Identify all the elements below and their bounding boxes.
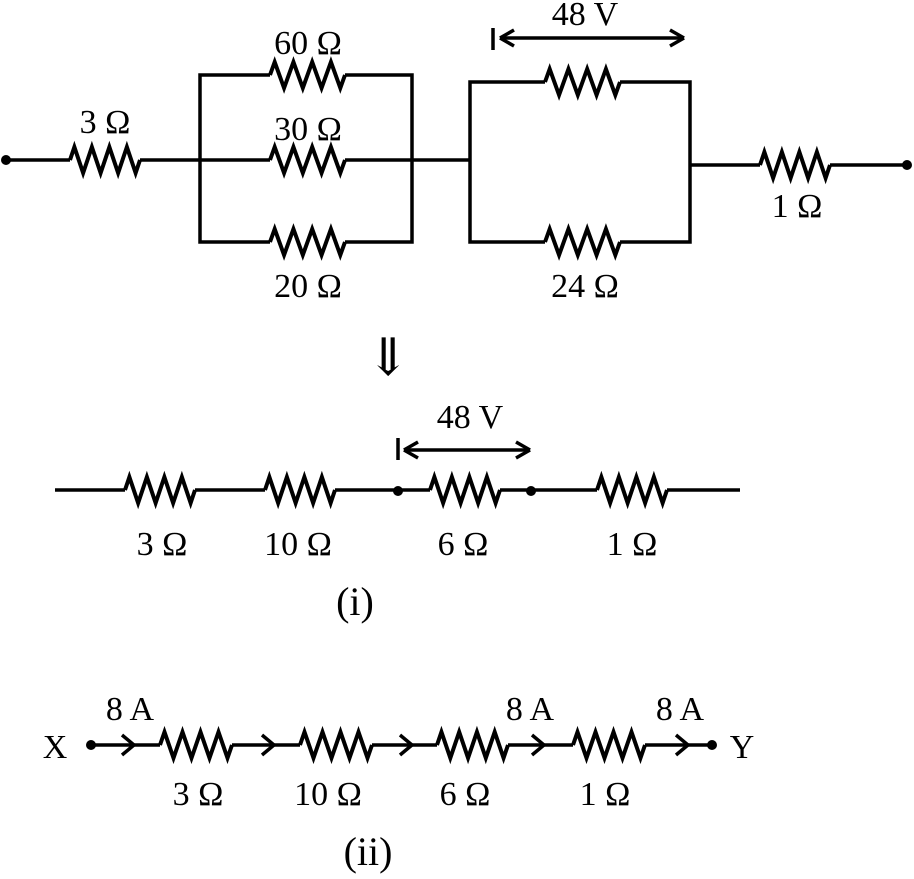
label-10-ohm: 10 Ω	[294, 776, 362, 813]
terminal-dot	[86, 740, 96, 750]
resistor-icon	[123, 470, 197, 510]
resistor-icon	[543, 63, 622, 101]
label-voltage: 48 V	[437, 399, 504, 436]
original-circuit-wires	[5, 28, 908, 244]
label-60-ohm: 60 Ω	[274, 25, 342, 62]
label-1-ohm: 1 Ω	[772, 188, 823, 225]
resistor-icon	[68, 140, 142, 180]
label-20-ohm: 20 Ω	[274, 268, 342, 305]
label-1-ohm: 1 Ω	[580, 776, 631, 813]
resistor-icon	[428, 470, 502, 510]
resistor-icon	[595, 470, 669, 510]
label-30-ohm: 30 Ω	[274, 111, 342, 148]
resistors	[68, 56, 832, 765]
resistor-icon	[298, 725, 374, 765]
label-3-ohm: 3 Ω	[173, 776, 224, 813]
label-24-ohm: 24 Ω	[551, 268, 619, 305]
circuit-ii-wires	[90, 733, 712, 757]
resistor-icon	[758, 145, 832, 185]
terminal-dot	[902, 160, 912, 170]
label-3-ohm: 3 Ω	[80, 104, 131, 141]
label-6-ohm: 6 Ω	[440, 776, 491, 813]
current-label: 8 A	[506, 691, 555, 728]
label-3-ohm: 3 Ω	[137, 526, 188, 563]
label-10-ohm: 10 Ω	[264, 526, 332, 563]
node-dot	[526, 486, 536, 496]
circuit-i-wires	[55, 438, 740, 492]
label-1-ohm: 1 Ω	[607, 526, 658, 563]
terminal-dot	[1, 155, 11, 165]
label-voltage: 48 V	[552, 0, 619, 33]
caption-ii: (ii)	[344, 829, 393, 874]
terminal-dot	[707, 740, 717, 750]
current-label: 8 A	[656, 691, 705, 728]
resistor-icon	[268, 223, 347, 261]
node-dot	[393, 486, 403, 496]
label-6-ohm: 6 Ω	[438, 526, 489, 563]
resistor-icon	[263, 470, 337, 510]
resistor-icon	[435, 725, 510, 765]
resistor-icon	[571, 725, 647, 765]
caption-i: (i)	[336, 579, 374, 624]
resistor-icon	[268, 56, 347, 94]
terminal-y-label: Y	[730, 729, 755, 766]
double-down-arrow-icon: ⇓	[366, 330, 410, 387]
terminal-x-label: X	[43, 729, 68, 766]
current-label: 8 A	[106, 691, 155, 728]
resistor-icon	[268, 141, 347, 179]
resistor-icon	[543, 223, 622, 261]
resistor-icon	[158, 725, 234, 765]
